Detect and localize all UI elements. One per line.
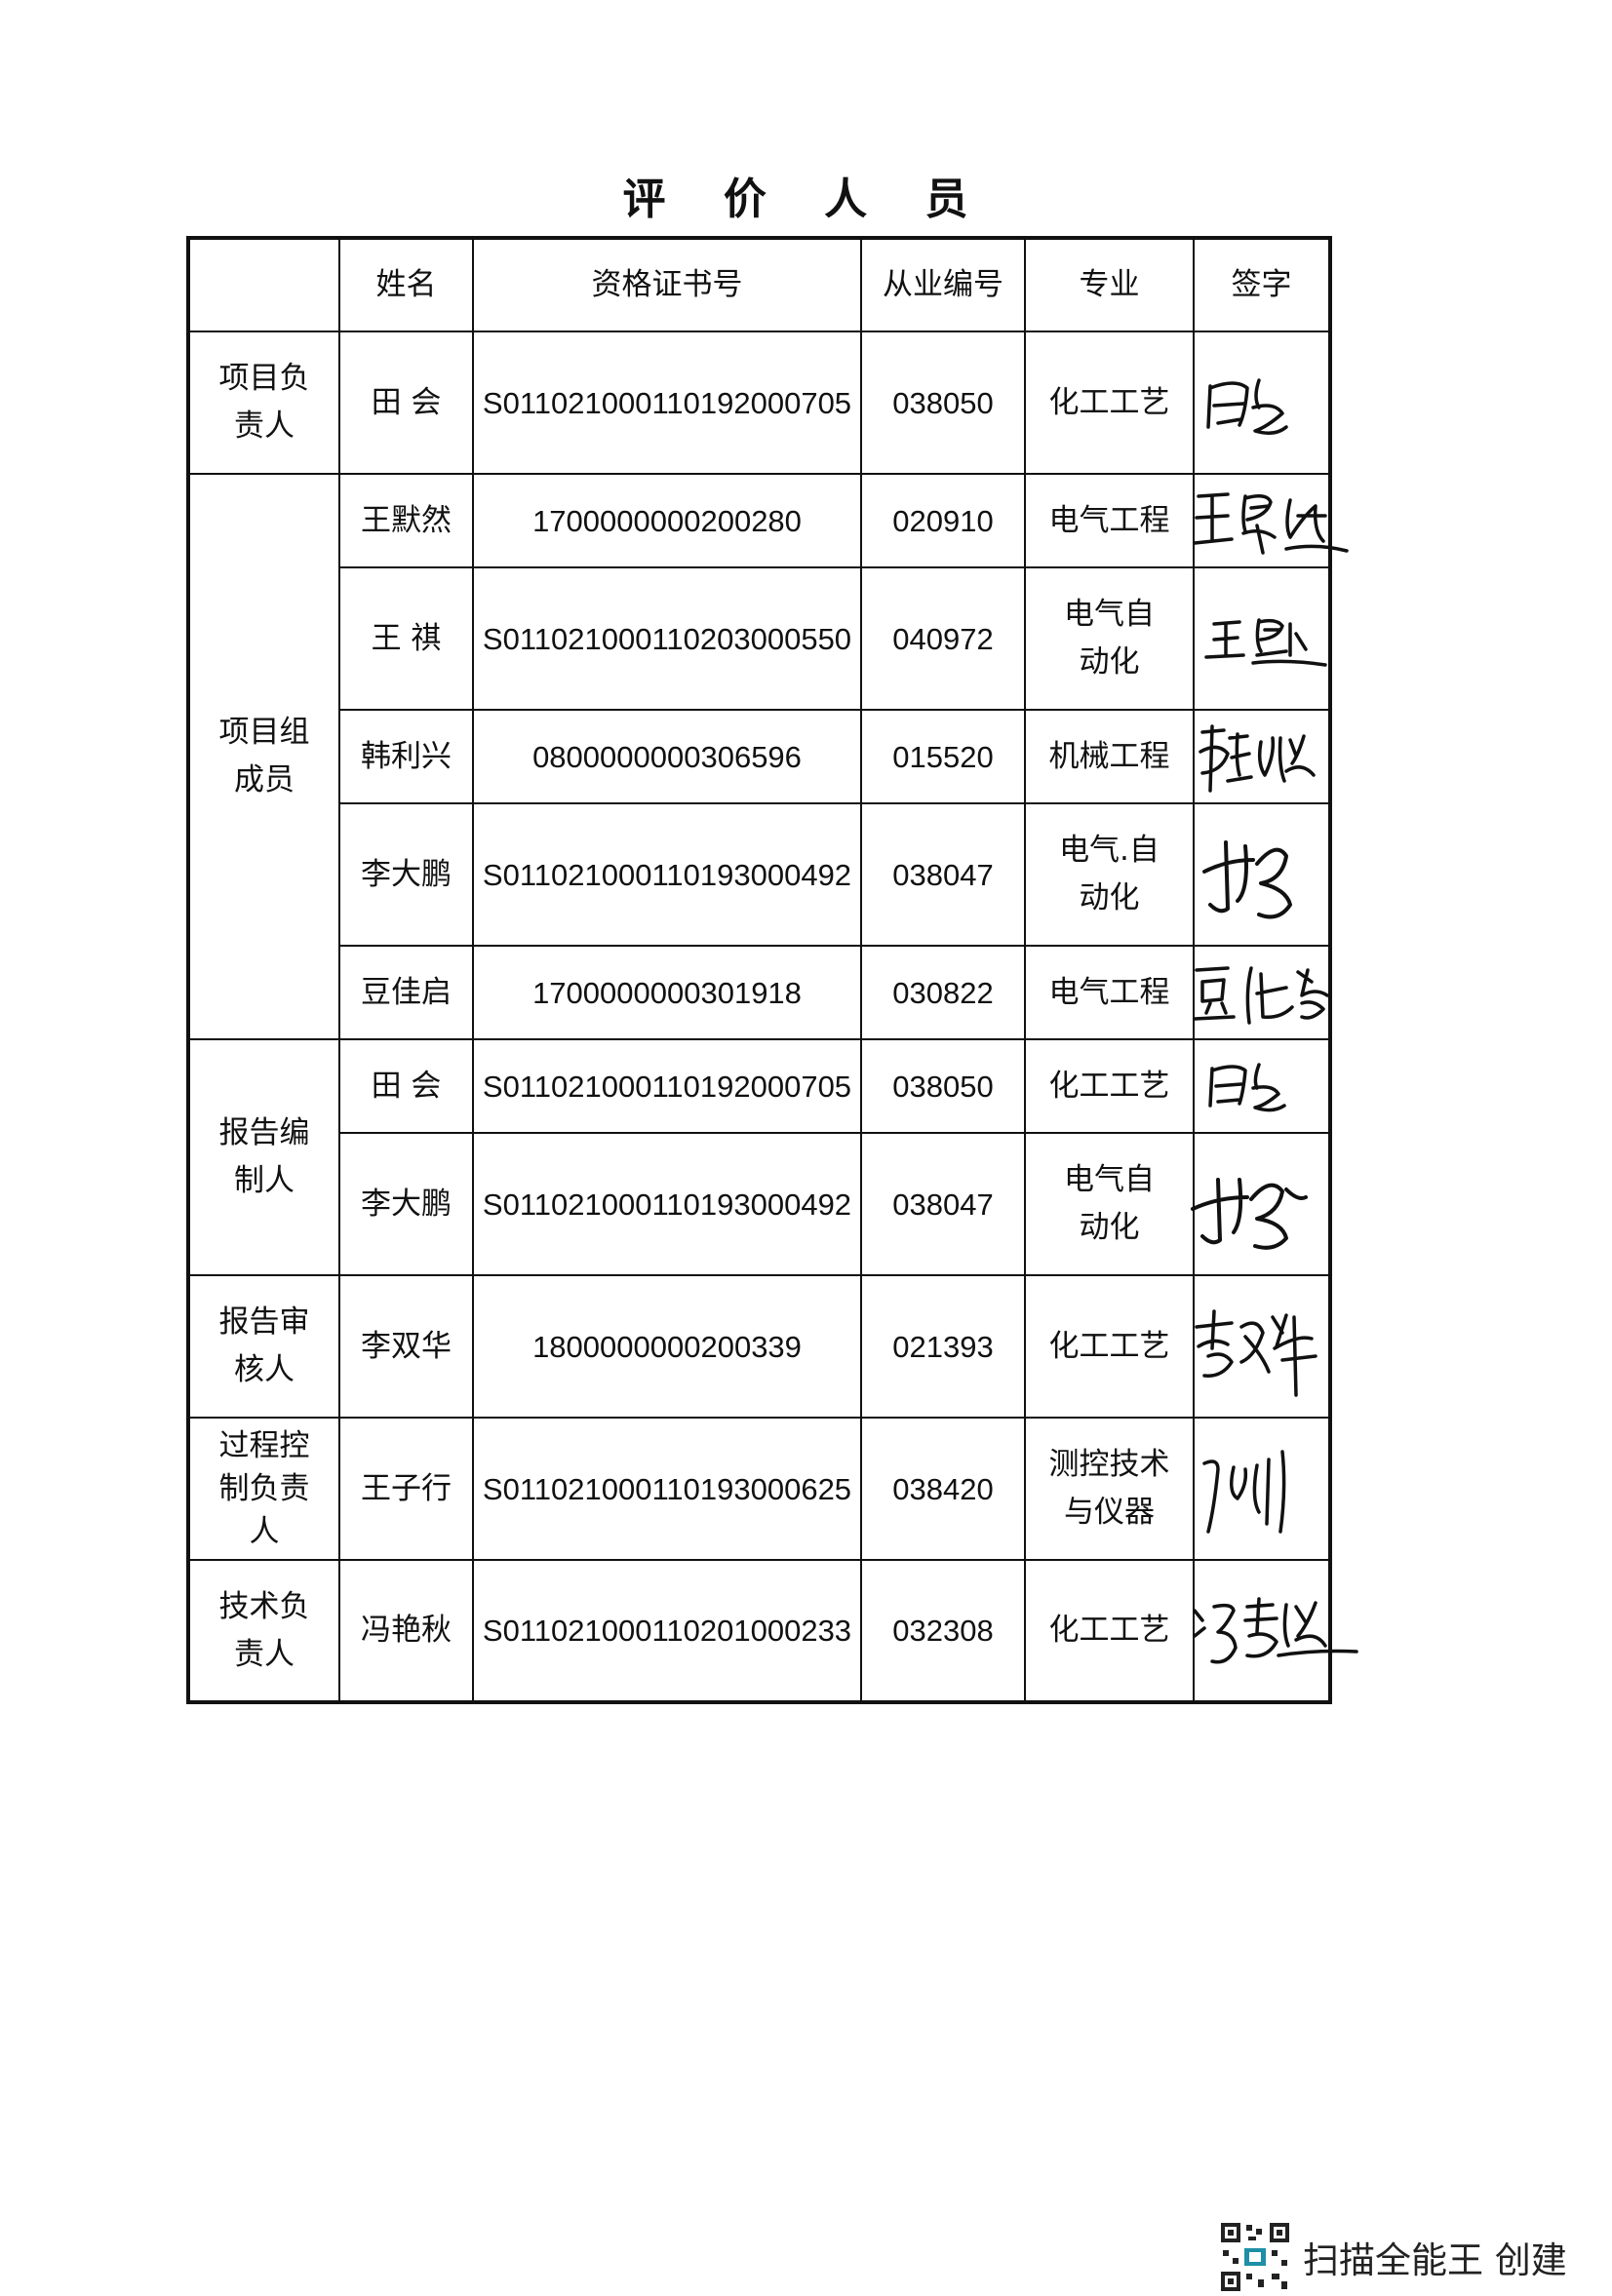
major-cell: 电气自动化: [1024, 566, 1195, 711]
cert-cell: S011021000110201000233: [472, 1559, 862, 1703]
major-cell: 电气工程: [1024, 473, 1195, 568]
practice-cell: 038050: [860, 331, 1026, 475]
role-cell: 报告审核人: [187, 1274, 340, 1419]
cert-cell: S011021000110193000492: [472, 802, 862, 947]
page-title: 评 价 人 员: [622, 175, 990, 224]
handwritten-signature: [1202, 840, 1292, 919]
table-row: 过程控制负责人 王子行 S011021000110193000625 03842…: [187, 1417, 1331, 1561]
table-row: 报告编制人 田 会 S011021000110192000705 038050 …: [187, 1038, 1331, 1276]
role-cell: 项目负责人: [187, 331, 340, 475]
signature-cell: [1191, 1132, 1331, 1276]
cert-cell: 1800000000200339: [472, 1274, 862, 1419]
major-cell: 电气.自动化: [1024, 802, 1195, 947]
practice-cell: 030822: [860, 945, 1026, 1040]
staff-table: 姓名 资格证书号 从业编号 专业 签字 项目负责人 田 会 S011021000…: [186, 236, 1358, 1704]
practice-cell: 032308: [860, 1559, 1026, 1703]
cert-cell: 1700000000200280: [472, 473, 862, 568]
header-cert: 资格证书号: [472, 237, 862, 332]
scanner-watermark-text: 扫描全能王 创建: [1303, 2239, 1567, 2281]
cert-cell: S011021000110192000705: [472, 1038, 862, 1134]
table-row: 技术负责人 冯艳秋 S011021000110201000233 032308 …: [187, 1559, 1358, 1703]
name-cell: 韩利兴: [338, 709, 474, 804]
practice-cell: 021393: [860, 1274, 1026, 1419]
header-signature: 签字: [1193, 237, 1331, 332]
major-cell: 机械工程: [1024, 709, 1195, 804]
practice-cell: 040972: [860, 566, 1026, 711]
handwritten-signature: [1193, 966, 1329, 1025]
name-cell: 田 会: [338, 1038, 474, 1134]
signature-cell: [1193, 1559, 1358, 1703]
header-corner-cell: [187, 237, 340, 332]
role-cell: 报告编制人: [187, 1038, 340, 1276]
role-cell: 技术负责人: [187, 1559, 340, 1703]
handwritten-signature: [1204, 618, 1327, 667]
table-row: 李大鹏 S011021000110193000492 038047 电气自动化: [188, 1132, 1331, 1276]
major-cell: 化工工艺: [1024, 1559, 1195, 1703]
header-name: 姓名: [338, 237, 474, 332]
name-cell: 王默然: [338, 473, 474, 568]
major-cell: 化工工艺: [1024, 1274, 1195, 1419]
signature-cell: [1193, 1417, 1331, 1561]
handwritten-signature: [1193, 492, 1349, 555]
practice-cell: 038050: [860, 1038, 1026, 1134]
name-cell: 王子行: [338, 1417, 474, 1561]
cert-cell: S011021000110203000550: [472, 566, 862, 711]
qr-code-icon: [1219, 2221, 1291, 2293]
handwritten-signature: [1191, 1178, 1308, 1250]
practice-cell: 020910: [860, 473, 1026, 568]
table-row: 报告审核人 李双华 1800000000200339 021393 化工工艺: [187, 1274, 1331, 1419]
major-cell: 电气自动化: [1024, 1132, 1195, 1276]
cert-cell: S011021000110193000492: [472, 1132, 862, 1276]
table-row: 王 祺 S011021000110203000550 040972 电气自动化: [188, 566, 1331, 711]
name-cell: 李大鹏: [338, 802, 474, 947]
cert-cell: S011021000110193000625: [472, 1417, 862, 1561]
name-cell: 李双华: [338, 1274, 474, 1419]
practice-cell: 038047: [860, 802, 1026, 947]
practice-cell: 038420: [860, 1417, 1026, 1561]
cert-cell: S011021000110192000705: [472, 331, 862, 475]
scanner-watermark: 扫描全能王 创建: [1219, 2218, 1567, 2296]
cert-cell: 1700000000301918: [472, 945, 862, 1040]
major-cell: 电气工程: [1024, 945, 1195, 1040]
role-cell: 过程控制负责人: [187, 1417, 340, 1561]
handwritten-signature: [1195, 1309, 1317, 1397]
major-cell: 化工工艺: [1024, 331, 1195, 475]
name-cell: 冯艳秋: [338, 1559, 474, 1703]
major-cell: 测控技术与仪器: [1024, 1417, 1195, 1561]
name-cell: 田 会: [338, 331, 474, 475]
name-cell: 李大鹏: [338, 1132, 474, 1276]
handwritten-signature: [1199, 724, 1316, 793]
table-row: 项目组成员 王默然 1700000000200280 020910 电气工程: [187, 473, 1349, 1040]
signature-cell: [1193, 709, 1331, 804]
header-practice: 从业编号: [860, 237, 1026, 332]
header-row: 姓名 资格证书号 从业编号 专业 签字: [187, 237, 1331, 332]
practice-cell: 015520: [860, 709, 1026, 804]
handwritten-signature: [1202, 1450, 1286, 1534]
cert-cell: 0800000000306596: [472, 709, 862, 804]
signature-cell: [1193, 473, 1349, 568]
table-row: 李大鹏 S011021000110193000492 038047 电气.自动化: [188, 802, 1331, 947]
signature-cell: [1193, 945, 1331, 1040]
name-cell: 豆佳启: [338, 945, 474, 1040]
header-major: 专业: [1024, 237, 1195, 332]
signature-cell: [1193, 331, 1331, 475]
handwritten-signature: [1206, 378, 1288, 435]
name-cell: 王 祺: [338, 566, 474, 711]
table-row: 豆佳启 1700000000301918 030822 电气工程: [188, 945, 1331, 1040]
table-row: 韩利兴 0800000000306596 015520 机械工程: [188, 709, 1331, 804]
signature-cell: [1193, 802, 1331, 947]
signature-cell: [1193, 1274, 1331, 1419]
handwritten-signature: [1193, 1596, 1358, 1663]
practice-cell: 038047: [860, 1132, 1026, 1276]
major-cell: 化工工艺: [1024, 1038, 1195, 1134]
signature-cell: [1193, 1038, 1331, 1134]
role-cell: 项目组成员: [187, 473, 340, 1040]
signature-cell: [1193, 566, 1331, 711]
table-row: 项目负责人 田 会 S011021000110192000705 038050 …: [187, 331, 1331, 475]
handwritten-signature: [1208, 1063, 1286, 1112]
